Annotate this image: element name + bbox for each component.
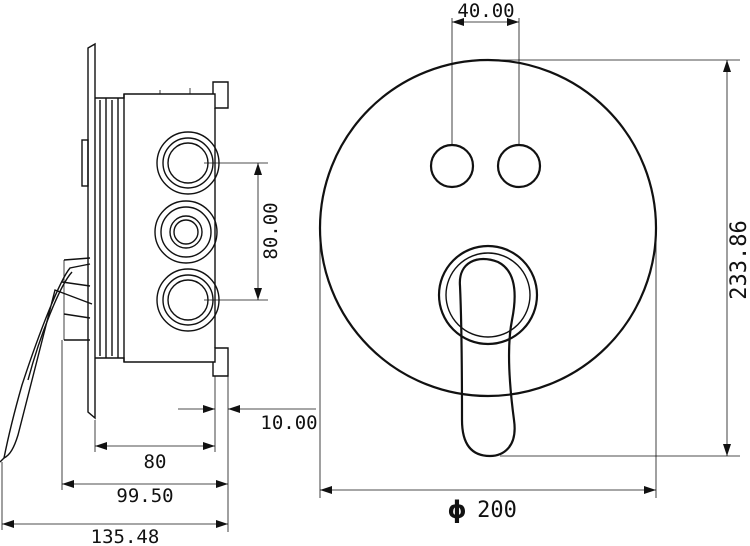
threaded-ribs [95,97,124,359]
lever-handle-front [437,244,539,458]
side-view [0,42,229,463]
dim-box-depth: 80 [94,418,216,473]
dim-plate-diameter: ϕ 200 [319,228,657,524]
wall-offset-label: 10.00 [260,412,317,434]
cover-plate [318,58,658,398]
dim-total-depth: 135.48 [1,462,228,546]
push-button-right [496,143,542,189]
plate-diameter-label: 200 [477,498,517,523]
button-spacing-label: 40.00 [457,0,514,22]
outlet-middle [154,200,218,264]
dim-plate-depth: 99.50 [61,340,229,532]
push-button-left [429,143,475,189]
front-view [318,58,658,458]
total-depth-label: 135.48 [91,526,160,546]
box-depth-label: 80 [144,451,167,473]
outlet-spacing-label: 80.00 [260,202,282,259]
mounting-plate [87,42,96,420]
diameter-symbol: ϕ [447,496,466,524]
height-label: 233.86 [727,220,750,299]
plate-tab [81,139,89,187]
dim-height: 233.86 [488,59,750,457]
lever-handle-profile [0,257,93,463]
dim-outlet-spacing: 80.00 [204,162,282,301]
dim-button-spacing: 40.00 [451,0,520,145]
plate-depth-label: 99.50 [116,485,173,507]
dim-wall-offset: 10.00 [178,376,318,434]
